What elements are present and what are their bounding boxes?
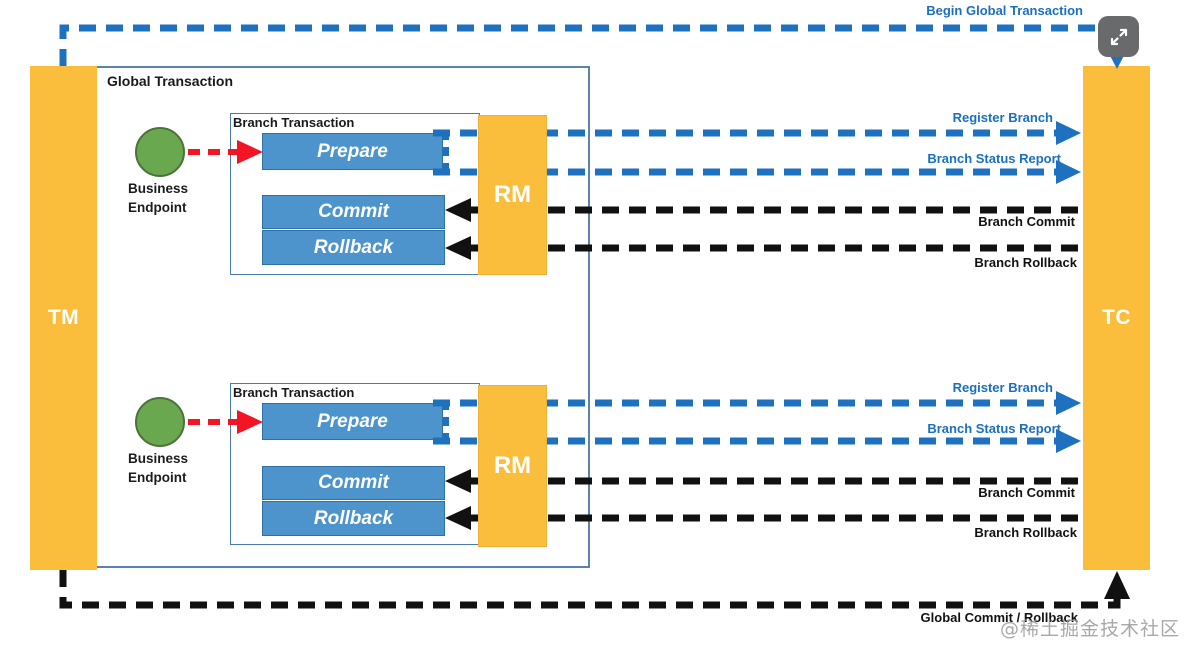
tc-node: TC (1083, 66, 1150, 570)
prepare-box-2: Prepare (262, 403, 443, 440)
global-commit-arrowhead-up (1104, 571, 1130, 599)
branch-commit-label-1: Branch Commit (978, 214, 1075, 229)
business-endpoint-label-1-line2: Endpoint (128, 200, 187, 215)
branch-status-report-label-1: Branch Status Report (927, 151, 1061, 166)
business-endpoint-label-2-line1: Business (128, 451, 189, 466)
blue-arrowheads (1056, 121, 1081, 453)
rm-node-2: RM (478, 385, 547, 547)
rollback-box-1: Rollback (262, 230, 445, 265)
branch-transaction-label-1: Branch Transaction (233, 115, 355, 130)
expand-icon-glyph (1110, 28, 1127, 45)
business-endpoint-label-2-line2: Endpoint (128, 470, 187, 485)
global-commit-rollback-line (59, 570, 1121, 609)
begin-global-transaction-label: Begin Global Transaction (926, 3, 1083, 18)
business-endpoint-label-1-line1: Business (128, 181, 189, 196)
branch-status-report-label-2: Branch Status Report (927, 421, 1061, 436)
register-branch-label-2: Register Branch (952, 380, 1053, 395)
begin-global-transaction-line (59, 24, 1117, 66)
business-endpoint-node-2 (135, 397, 185, 447)
register-branch-label-1: Register Branch (952, 110, 1053, 125)
global-transaction-label: Global Transaction (107, 73, 234, 89)
business-endpoint-label-1: Business Endpoint (128, 179, 188, 217)
branch-rollback-label-1: Branch Rollback (974, 255, 1077, 270)
rollback-box-2: Rollback (262, 501, 445, 536)
tm-node: TM (30, 66, 97, 570)
commit-box-1: Commit (262, 195, 445, 229)
branch-commit-label-2: Branch Commit (978, 485, 1075, 500)
prepare-box-1: Prepare (262, 133, 443, 170)
branch-rollback-label-2: Branch Rollback (974, 525, 1077, 540)
rm-node-1: RM (478, 115, 547, 275)
business-endpoint-label-2: Business Endpoint (128, 449, 188, 487)
commit-box-2: Commit (262, 466, 445, 500)
business-endpoint-node-1 (135, 127, 185, 177)
expand-icon[interactable] (1098, 16, 1139, 57)
global-commit-rollback-label: Global Commit / Rollback (920, 610, 1078, 625)
branch-transaction-label-2: Branch Transaction (233, 385, 355, 400)
watermark: @稀土掘金技术社区 (999, 618, 1180, 640)
